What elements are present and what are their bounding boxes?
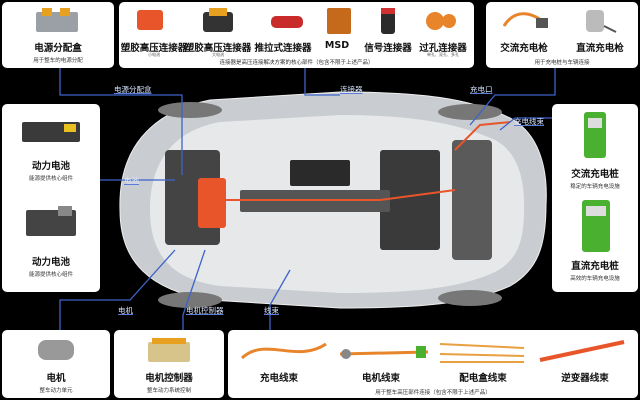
charging-gun-caption: 用于充电桩与车辆连接: [534, 60, 590, 66]
dc-gun-label: 直流充电枪: [576, 43, 624, 54]
dc-charging-gun-icon: [586, 10, 617, 33]
connector-label: 推拉式连接器: [254, 43, 312, 54]
harness-panel: 充电线束 电机线束 配电盒线束 逆变器线束 用于整车高压部件连接（包含不限于上述…: [228, 330, 638, 398]
charging-harness-label: 充电线束: [259, 373, 298, 384]
battery-title: 动力电池: [31, 161, 70, 172]
label-power-box: 电源分配盒: [114, 85, 152, 94]
orange-inverter: [198, 178, 226, 228]
connector-caption: 连接器是高压连接解决方案的核心部件（包含不限于上述产品）: [219, 60, 374, 66]
motor-controller-title: 电机控制器: [145, 373, 193, 384]
motor-panel: 电机 整车动力单元: [2, 330, 110, 398]
charging-pile-panel: 交流充电桩 稳定的车辆充电设施 直流充电桩 高效的车辆充电设施: [552, 104, 638, 292]
connector-label: 塑胶高压连接器: [120, 43, 188, 54]
wheel-fl: [158, 102, 222, 118]
battery-panel: 动力电池 能源提供核心组件 动力电池 能源提供核心组件: [2, 104, 100, 292]
battery-title: 动力电池: [31, 257, 70, 268]
battery-pack-icon: [26, 206, 76, 236]
harness-caption: 用于整车高压部件连接（包含不限于上述产品）: [375, 390, 491, 396]
connector-label: 信号连接器: [364, 43, 412, 54]
motor-subtitle: 整车动力单元: [39, 388, 73, 394]
label-motor: 电机: [118, 306, 133, 315]
label-motor-ctrl: 电机控制器: [186, 306, 224, 315]
harness-line-2: [454, 121, 511, 151]
wheel-fr: [158, 292, 222, 308]
dc-pile-title: 直流充电桩: [571, 261, 619, 272]
motor-controller-subtitle: 整车动力系统控制: [146, 388, 191, 394]
power-box-subtitle: 用于整车的电源分配: [33, 58, 83, 64]
dc-charging-pile-icon: [582, 200, 610, 252]
inverter-harness-label: 逆变器线束: [561, 373, 609, 384]
wheel-rr: [438, 290, 502, 306]
motor-harness-label: 电机线束: [361, 373, 400, 384]
connector-label: MSD: [324, 40, 350, 51]
ac-pile-title: 交流充电桩: [571, 169, 619, 180]
msd-icon: [327, 8, 351, 34]
plastic-hv-connector-large-icon: [203, 8, 233, 32]
ac-gun-label: 交流充电枪: [500, 43, 548, 54]
power-box-title: 电源分配盒: [34, 43, 82, 54]
battery-pack-2: [380, 150, 440, 250]
connector-label: 过孔连接器: [419, 43, 467, 54]
wheel-rl: [438, 104, 502, 120]
battery-module-icon: [22, 122, 80, 142]
label-battery: 电池: [124, 176, 139, 185]
label-connector: 连接器: [340, 85, 363, 94]
motor-harness-icon: [339, 346, 429, 359]
plastic-hv-connector-small-icon: [137, 10, 163, 30]
motor-controller-panel: 电机控制器 整车动力系统控制: [114, 330, 224, 398]
motor-title: 电机: [46, 373, 66, 384]
harness-line: [225, 189, 456, 201]
connector-label: 塑胶高压连接器: [184, 43, 252, 54]
ac-charging-pile-icon: [584, 112, 606, 158]
connector-note: 大电流: [212, 52, 224, 57]
connector-note: 小电流: [148, 52, 160, 57]
connector-note: 单孔、双孔、多孔: [427, 52, 459, 57]
ac-charging-gun-icon: [502, 12, 548, 28]
charging-harness-icon: [240, 342, 327, 360]
distribution-harness-icon: [439, 343, 525, 363]
rear-module: [452, 140, 492, 260]
signal-connector-icon: [381, 8, 395, 34]
ac-pile-subtitle: 稳定的车辆充电设施: [570, 184, 620, 190]
battery-subtitle: 能源提供核心组件: [28, 176, 73, 182]
through-hole-connector-icon: [426, 12, 456, 30]
label-charge-port: 充电口: [470, 85, 493, 94]
charging-gun-panel: 交流充电枪 直流充电枪 用于充电桩与车辆连接: [486, 2, 638, 68]
inverter-harness-icon: [539, 340, 625, 362]
connector-panel: 塑胶高压连接器 小电流 塑胶高压连接器 大电流 推拉式连接器 MSD 信号连接器…: [119, 2, 474, 68]
motor-icon: [38, 340, 74, 360]
motor-controller-icon: [148, 338, 190, 362]
distribution-harness-label: 配电盒线束: [459, 373, 507, 384]
label-charge-harness: 充电线束: [514, 117, 544, 126]
power-box-icon: [36, 8, 78, 32]
battery-pack: [290, 160, 350, 186]
power-box-panel: 电源分配盒 用于整车的电源分配: [2, 2, 114, 68]
battery-subtitle: 能源提供核心组件: [28, 272, 73, 278]
push-pull-connector-icon: [271, 16, 303, 28]
dc-pile-subtitle: 高效的车辆充电设施: [570, 276, 620, 282]
label-harness: 线束: [264, 306, 279, 315]
